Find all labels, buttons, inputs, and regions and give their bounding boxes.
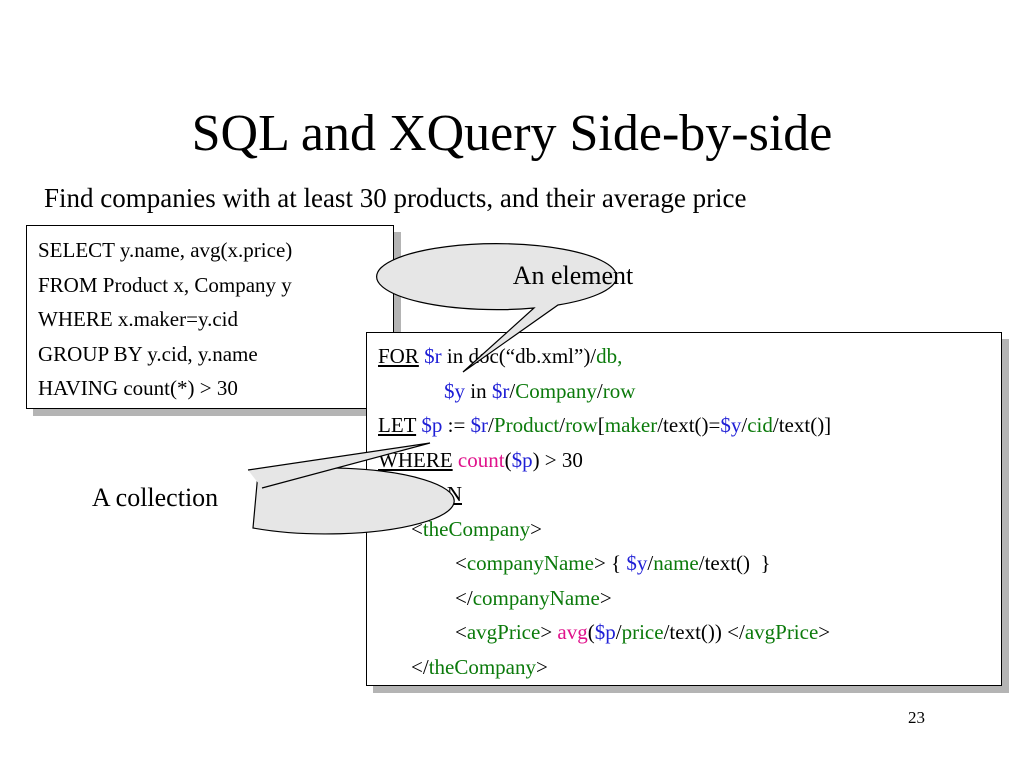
- variable-y: $y: [444, 378, 465, 403]
- xquery-line-thecompany-open: <theCompany>: [378, 512, 831, 547]
- variable-y: $y: [626, 551, 648, 575]
- sql-line: FROM Product x, Company y: [38, 272, 292, 297]
- xquery-line-let: LET $p := $r/Product/row[maker/text()=$y…: [378, 408, 831, 443]
- sql-line: SELECT y.name, avg(x.price): [38, 238, 293, 262]
- variable-p: $p: [594, 620, 616, 644]
- code-text: >: [599, 585, 612, 610]
- code-text: >: [540, 620, 558, 644]
- tag-companyname: companyName: [466, 551, 594, 575]
- code-text: /: [647, 551, 654, 575]
- code-text: /text()) </: [663, 620, 745, 644]
- code-text: /: [615, 620, 622, 644]
- path-row: row: [565, 413, 598, 437]
- code-text: >: [530, 516, 543, 541]
- code-text: >: [818, 620, 831, 644]
- code-text: /text() }: [698, 551, 771, 575]
- keyword-let: LET: [378, 413, 417, 437]
- code-text: </: [455, 585, 473, 610]
- code-text: (: [504, 447, 512, 472]
- code-text: :=: [442, 413, 471, 437]
- code-text: /text()]: [772, 413, 832, 437]
- code-text: (: [587, 620, 595, 644]
- path-name: name: [653, 551, 699, 575]
- code-text: /: [596, 378, 603, 403]
- path-maker: maker: [604, 413, 658, 437]
- code-text: <: [411, 516, 423, 541]
- slide-subtitle: Find companies with at least 30 products…: [44, 183, 747, 213]
- element-callout-label: An element: [512, 261, 634, 290]
- path-db: db,: [596, 344, 623, 368]
- variable-p: $p: [421, 413, 443, 437]
- path-product: Product: [493, 413, 560, 437]
- slide-title: SQL and XQuery Side-by-side: [191, 105, 833, 162]
- code-text: /: [488, 413, 494, 437]
- sql-line: WHERE x.maker=y.cid: [38, 307, 239, 331]
- xquery-line-for: FOR $r in doc(“db.xml”)/db,: [378, 339, 831, 374]
- xquery-line-where: WHERE count($p) > 30: [378, 443, 831, 478]
- keyword-where: WHERE: [378, 447, 453, 472]
- xquery-line-return: RETURN: [378, 477, 831, 512]
- path-company: Company: [515, 378, 597, 403]
- variable-r: $r: [424, 344, 442, 368]
- path-cid: cid: [747, 413, 773, 437]
- variable-r: $r: [491, 378, 510, 403]
- code-text: in: [465, 378, 492, 403]
- code-text: >: [536, 654, 548, 679]
- code-text: /: [509, 378, 516, 403]
- sql-line: HAVING count(*) > 30: [38, 376, 238, 400]
- variable-y: $y: [720, 413, 742, 437]
- code-text: /text()=: [657, 413, 721, 437]
- sql-query-box: SELECT y.name, avg(x.price) FROM Product…: [26, 225, 394, 409]
- tag-thecompany: theCompany: [428, 654, 537, 679]
- xquery-line-companyname-close: </companyName>: [378, 581, 831, 616]
- collection-callout-label: A collection: [91, 483, 219, 512]
- sql-line: GROUP BY y.cid, y.name: [38, 341, 258, 366]
- tag-thecompany: theCompany: [422, 516, 531, 541]
- variable-p: $p: [511, 447, 533, 472]
- xquery-box: FOR $r in doc(“db.xml”)/db, $y in $r/Com…: [366, 332, 1002, 686]
- code-text: in doc(“db.xml”)/: [441, 344, 597, 368]
- keyword-for: FOR: [378, 344, 419, 368]
- code-text: /: [741, 413, 748, 437]
- path-price: price: [621, 620, 664, 644]
- variable-r: $r: [470, 413, 489, 437]
- code-text: <: [455, 620, 467, 644]
- code-text: > {: [593, 551, 627, 575]
- code-text: ) > 30: [532, 447, 583, 472]
- xquery-line-companyname: <companyName> { $y/name/text() }: [378, 546, 831, 581]
- code-text: </: [411, 654, 429, 679]
- code-text: <: [455, 551, 467, 575]
- function-count: count: [457, 447, 505, 472]
- keyword-return: RETURN: [378, 482, 462, 506]
- code-text: [: [597, 413, 605, 437]
- tag-companyname: companyName: [472, 585, 600, 610]
- page-number: 23: [908, 708, 925, 727]
- xquery-line-avgprice: <avgPrice> avg($p/price/text()) </avgPri…: [378, 615, 831, 650]
- function-avg: avg: [557, 620, 588, 644]
- code-text: /: [559, 413, 566, 437]
- xquery-line-for-y: $y in $r/Company/row: [378, 374, 831, 409]
- tag-avgprice: avgPrice: [466, 620, 541, 644]
- xquery-line-thecompany-close: </theCompany>: [378, 650, 831, 685]
- tag-avgprice: avgPrice: [744, 620, 819, 644]
- path-row: row: [602, 378, 636, 403]
